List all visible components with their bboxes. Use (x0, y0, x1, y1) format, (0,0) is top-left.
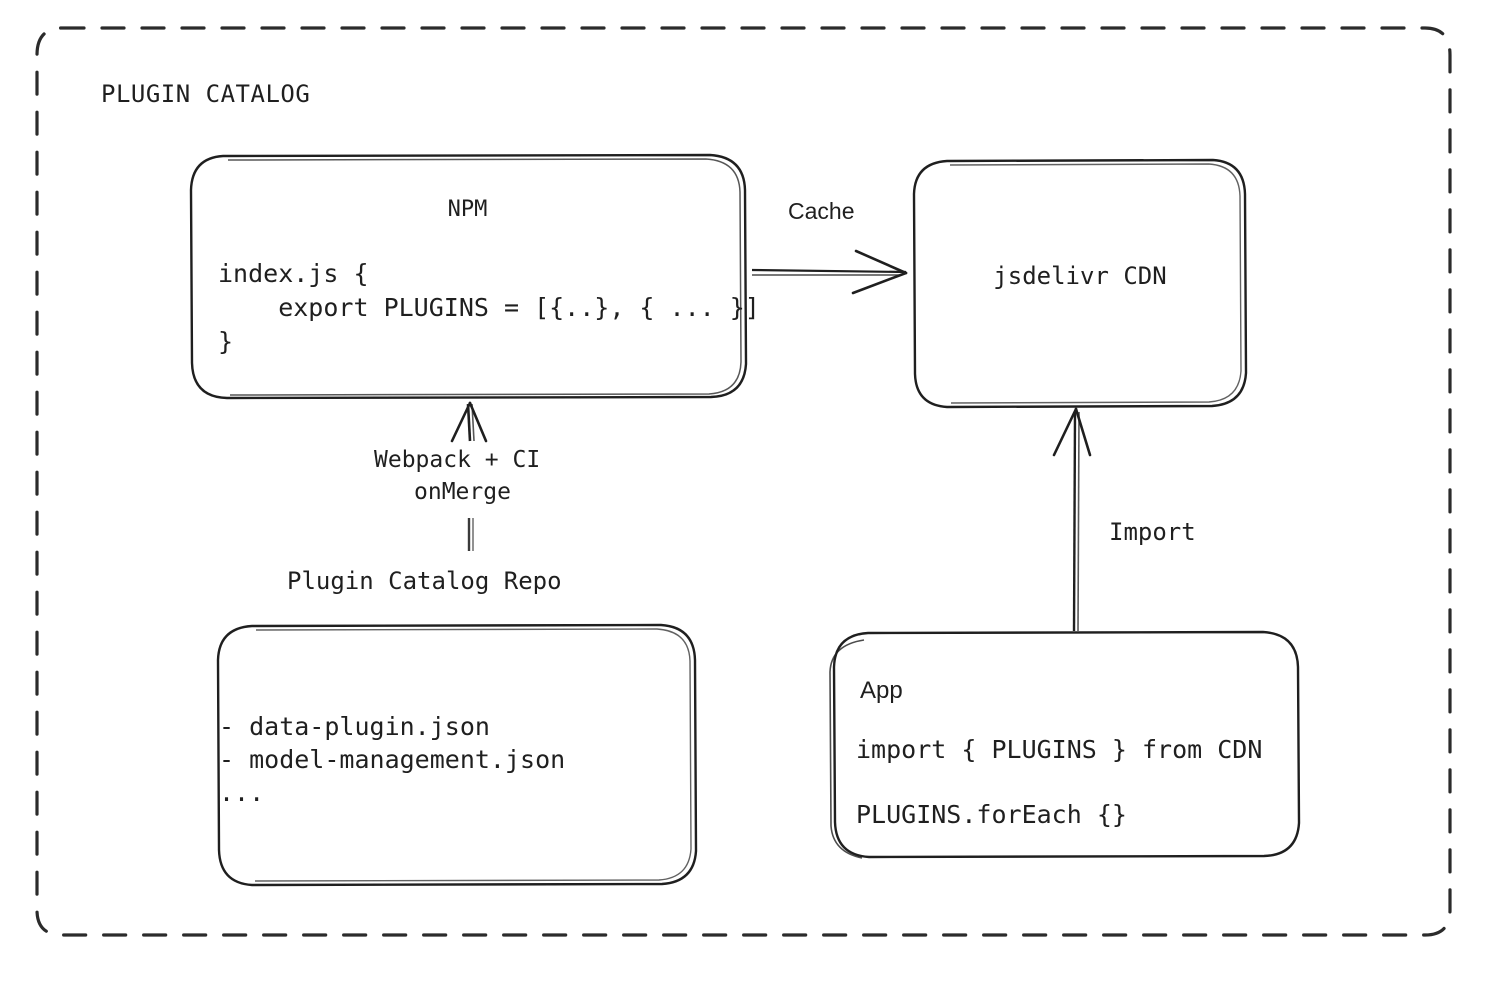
repo-node-caption: Plugin Catalog Repo (287, 567, 562, 595)
edge-label-import: Import (1109, 518, 1196, 546)
group-title: PLUGIN CATALOG (101, 80, 311, 108)
edge-label-onmerge: onMerge (414, 479, 511, 505)
edge-npm-to-cdn-arrow (751, 249, 908, 295)
repo-node-file-list: - data-plugin.json - model-management.js… (219, 712, 566, 807)
cdn-node-title: jsdelivr CDN (993, 262, 1167, 290)
edge-app-to-cdn-arrow (1052, 407, 1092, 632)
app-node-title: App (860, 677, 903, 704)
app-node-foreach-line: PLUGINS.forEach {} (856, 800, 1127, 829)
npm-node-code: index.js { export PLUGINS = [{..}, { ...… (218, 259, 760, 356)
edge-label-webpack-ci: Webpack + CI (374, 447, 541, 473)
edge-label-cache: Cache (788, 198, 855, 224)
app-node-import-line: import { PLUGINS } from CDN (856, 735, 1263, 764)
npm-node-title: NPM (447, 197, 488, 222)
edge-repo-to-npm-arrow (450, 401, 488, 551)
